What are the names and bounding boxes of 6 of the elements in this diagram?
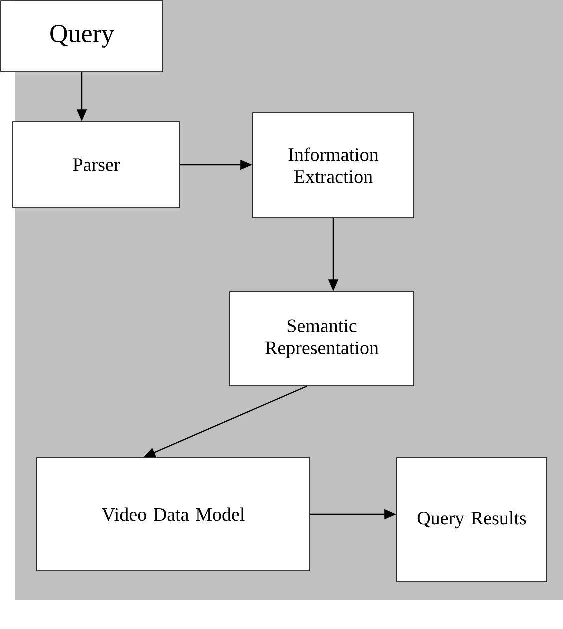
- process-box: Video Data Model: [36, 458, 310, 572]
- process-box: Query Results: [396, 458, 548, 582]
- process-box: Query: [0, 0, 164, 72]
- process-box: Semantic Representation: [230, 292, 414, 386]
- process-box: Information Extraction: [252, 112, 414, 218]
- process-box: Parser: [12, 122, 180, 208]
